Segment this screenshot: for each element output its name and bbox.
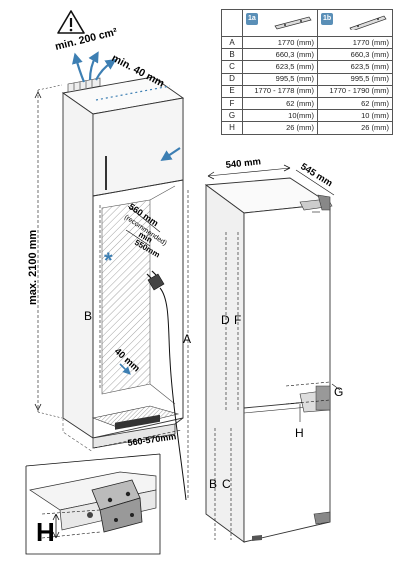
vent-grille-icon — [67, 77, 101, 93]
label-a: A — [183, 332, 191, 346]
kitchen-cabinet — [61, 76, 185, 453]
table-header-row: 1a 1b — [221, 9, 393, 37]
max-height-dimension — [34, 84, 63, 419]
table-header-1a: 1a — [242, 9, 318, 37]
warning-icon — [57, 10, 85, 34]
max-height-label: max. 2100 mm — [27, 230, 39, 305]
label-d: D — [221, 313, 230, 327]
hinge-detail-inset — [25, 453, 161, 555]
cell-1a: 26 (mm) — [242, 121, 318, 135]
inset-label-h: H — [36, 517, 55, 547]
label-h: H — [295, 426, 304, 440]
airflow-arrows — [71, 51, 181, 162]
hinge-bracket-icon — [349, 15, 387, 30]
header-badge-1a: 1a — [246, 13, 258, 25]
table-header-1b: 1b — [317, 9, 393, 37]
cabinet-b-label: B — [84, 309, 92, 323]
asterisk-marker: * — [104, 248, 113, 273]
hinge-bracket-icon — [274, 16, 312, 30]
power-plug-icon — [146, 270, 165, 291]
label-b: B — [209, 477, 217, 491]
label-c: C — [222, 477, 231, 491]
header-badge-1b: 1b — [321, 13, 334, 25]
fridge-appliance — [204, 177, 333, 543]
fridge-width-label: 540 mm — [225, 156, 261, 171]
cell-1b: 26 (mm) — [317, 121, 393, 135]
label-f: F — [234, 313, 241, 327]
vent-grille-icon — [115, 414, 160, 430]
label-g: G — [334, 385, 343, 399]
